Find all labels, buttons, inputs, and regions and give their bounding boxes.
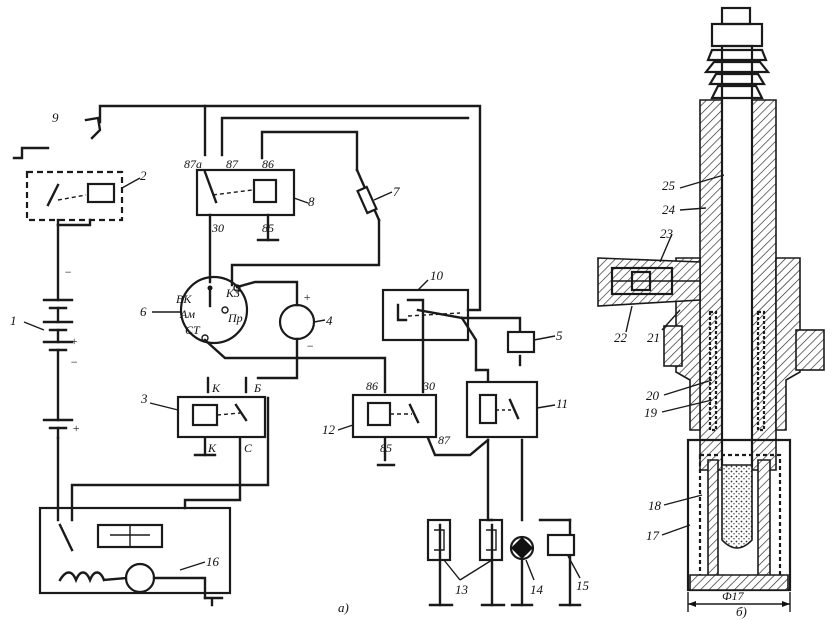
callout-7: 7 <box>393 184 400 199</box>
relay-2 <box>25 170 124 227</box>
battery-sign-minus-mid: − <box>70 355 78 369</box>
ignition-switch-6: ВК Ам СТ КЗ Пр <box>176 275 249 345</box>
callout-21: 21 <box>647 330 660 345</box>
callout-22: 22 <box>614 330 628 345</box>
section-b: Ф17 25 24 23 22 21 20 19 18 17 б) <box>597 6 825 619</box>
relay12-pin-85: 85 <box>380 441 392 455</box>
relay-11 <box>465 380 539 439</box>
relay8-pin-30: 30 <box>211 221 224 235</box>
callout-15: 15 <box>576 578 590 593</box>
relay8-pin-85: 85 <box>262 221 274 235</box>
callout-4: 4 <box>326 313 333 328</box>
relay8-pin-86: 86 <box>262 157 274 171</box>
relay3-term-b: Б <box>253 381 261 395</box>
element-15 <box>546 533 576 557</box>
callout-10: 10 <box>430 268 444 283</box>
starter-16 <box>38 506 232 600</box>
relay-3: К Б К С <box>176 381 267 455</box>
callout-13: 13 <box>455 582 469 597</box>
relay12-pin-86: 86 <box>366 379 378 393</box>
top-terminal <box>720 6 752 26</box>
callout-3: 3 <box>140 391 148 406</box>
heater-18 <box>721 464 753 549</box>
relay12-pin-30: 30 <box>422 379 435 393</box>
callout-16: 16 <box>206 554 220 569</box>
callout-12: 12 <box>322 422 336 437</box>
insulator-24-right <box>751 99 777 471</box>
relay3-term-k-top: К <box>211 381 221 395</box>
callout-14: 14 <box>530 582 544 597</box>
relay3-term-c: С <box>244 441 253 455</box>
callout-5: 5 <box>556 328 563 343</box>
caption-b: б) <box>736 604 747 619</box>
callout-11: 11 <box>556 396 568 411</box>
callout-leaders <box>23 177 581 581</box>
relay8-pin-87a: 87а <box>184 157 202 171</box>
switch-term-vk: ВК <box>176 292 192 306</box>
battery-sign-plus-mid: + <box>70 334 78 348</box>
battery-1: − + − + <box>42 265 80 440</box>
element-7 <box>355 168 381 222</box>
wiring <box>12 104 582 607</box>
dimension-phi17: Ф17 <box>722 589 745 603</box>
switch-term-st: СТ <box>185 323 201 337</box>
meter-sign-minus: − <box>306 339 314 353</box>
switch-term-pr: Пр <box>227 311 243 325</box>
callout-2: 2 <box>140 168 147 183</box>
callout-25: 25 <box>662 178 676 193</box>
switch-term-kz: КЗ <box>225 286 240 300</box>
callout-9: 9 <box>52 110 59 125</box>
callout-19: 19 <box>644 405 658 420</box>
element-5 <box>506 330 536 354</box>
battery-sign-plus-low: + <box>72 421 80 435</box>
relay-8: 87а 87 86 30 85 <box>184 157 296 235</box>
relay3-term-k-bot: К <box>207 441 217 455</box>
callout-24: 24 <box>662 202 676 217</box>
element-9 <box>84 116 102 140</box>
callout-8: 8 <box>308 194 315 209</box>
tube-17 <box>686 438 792 592</box>
callout-23: 23 <box>660 226 674 241</box>
lamp-14 <box>509 535 535 561</box>
schematic-a: − + − + 87а 87 86 30 85 <box>10 104 590 615</box>
relay12-pin-87: 87 <box>438 433 451 447</box>
top-nut <box>710 22 764 48</box>
callout-17: 17 <box>646 528 660 543</box>
meter-sign-plus: + <box>303 290 311 304</box>
callout-20: 20 <box>646 388 660 403</box>
callout-6: 6 <box>140 304 147 319</box>
callout-18: 18 <box>648 498 662 513</box>
switch-term-am: Ам <box>179 307 195 321</box>
battery-sign-minus-top: − <box>64 265 72 279</box>
shell-right <box>775 257 801 431</box>
callout-1: 1 <box>10 313 17 328</box>
relay-10 <box>381 288 470 342</box>
center-rod-25 <box>720 44 754 468</box>
caption-a: а) <box>338 600 349 615</box>
relay8-pin-87: 87 <box>226 157 239 171</box>
relay-12: 86 30 85 87 <box>351 379 451 455</box>
